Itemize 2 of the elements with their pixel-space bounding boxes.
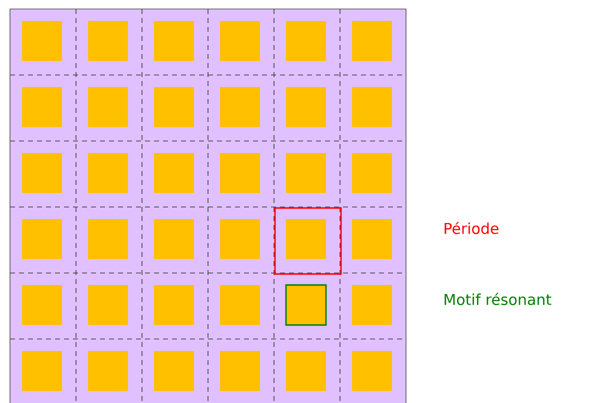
label: Motif résonant — [444, 292, 552, 306]
label: Période — [444, 222, 498, 234]
